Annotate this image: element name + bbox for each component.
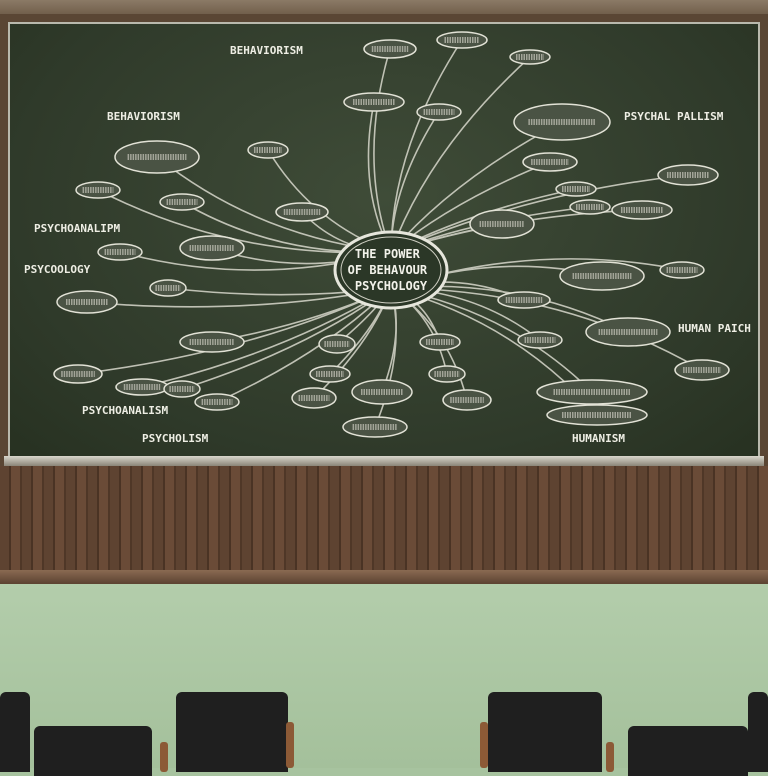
chair: [0, 692, 30, 772]
chair: [628, 726, 748, 776]
connector-line: [390, 39, 463, 253]
chair-armrest: [480, 722, 488, 768]
chair: [176, 692, 288, 772]
mind-map-node: [469, 209, 535, 239]
connector-line: [373, 48, 392, 253]
connector-line: [367, 101, 392, 253]
label-behaviorism-left: BEHAVIORISM: [107, 110, 180, 123]
chair: [488, 692, 602, 772]
label-humanism: HUMANISM: [572, 432, 625, 445]
chair: [34, 726, 152, 776]
center-line-1: THE POWER: [355, 247, 421, 261]
wood-paneling: [0, 466, 768, 576]
label-psycholism: PSYCHOLISM: [142, 432, 209, 445]
chair-armrest: [286, 722, 294, 768]
mind-map-node: [442, 389, 492, 411]
label-psychal-pallism: PSYCHAL PALLISM: [624, 110, 724, 123]
center-line-3: PSYCHOLOGY: [355, 279, 428, 293]
chalkboard: BEHAVIORISM BEHAVIORISM PSYCHOANALIPM PS…: [8, 22, 760, 458]
label-psychoanalipm: PSYCHOANALIPM: [34, 222, 120, 235]
mind-map-node: [342, 416, 408, 438]
mind-map-node: [585, 317, 671, 347]
chair: [748, 692, 768, 772]
mind-map-node: [179, 331, 245, 353]
wall-top: [0, 0, 768, 16]
label-psychoanalism: PSYCHOANALISM: [82, 404, 168, 417]
mind-map-node: [179, 235, 245, 261]
central-node: THE POWER OF BEHAVOUR PSYCHOLOGY: [333, 230, 449, 310]
center-line-2: OF BEHAVOUR: [348, 263, 428, 277]
mind-map-node: [53, 364, 103, 384]
chair-armrest: [160, 742, 168, 772]
connector-line: [390, 56, 531, 253]
svg-text:THE POWER OF BEHAVOUR: THE POWER OF BEHAVOUR PSYCHOLOGY: [348, 247, 435, 293]
mind-map-node: [559, 261, 645, 291]
chair-rail: [0, 570, 768, 584]
mind-map-node: [114, 140, 200, 174]
label-human-paich: HUMAN PAICH: [678, 322, 751, 335]
label-behaviorism-top: BEHAVIORISM: [230, 44, 303, 57]
label-psychology: PSYCOOLOGY: [24, 263, 91, 276]
chair-armrest: [606, 742, 614, 772]
mind-map: BEHAVIORISM BEHAVIORISM PSYCHOANALIPM PS…: [24, 31, 751, 445]
chalk-ledge: [4, 456, 764, 466]
connector-line: [390, 174, 689, 253]
